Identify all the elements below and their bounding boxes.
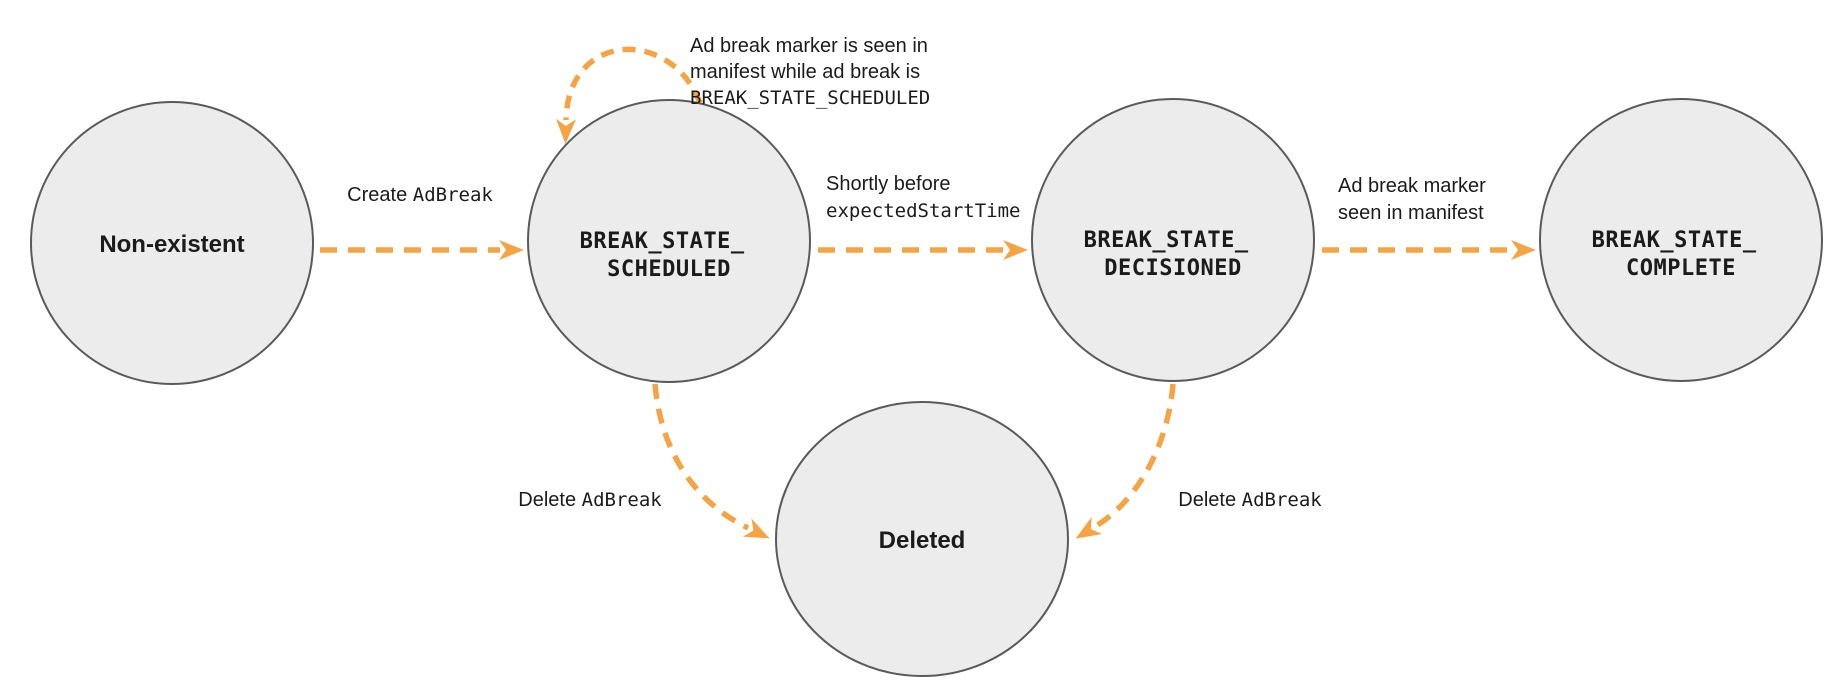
edge-label-self-loop: Ad break marker is seen in manifest whil…	[690, 35, 933, 109]
edge-label-plain: Delete	[1178, 489, 1241, 511]
edge-label-plain: Delete	[518, 489, 581, 511]
edge-label-delete-adbreak-right: Delete AdBreak	[1178, 489, 1322, 511]
state-label-line: DECISIONED	[1104, 256, 1241, 281]
edge-label-code: AdBreak	[1242, 489, 1323, 511]
edge-label-code: AdBreak	[413, 184, 494, 206]
state-label-line: BREAK_STATE_	[1592, 228, 1757, 253]
edge-label-line: Ad break marker	[1338, 175, 1486, 197]
edge-label-code: AdBreak	[582, 489, 663, 511]
state-node-break-state-decisioned	[1031, 98, 1315, 382]
edge-label-shortly-before: Shortly before expectedStartTime	[826, 173, 1020, 222]
edge-label-code: expectedStartTime	[826, 200, 1020, 222]
edge-label-line: seen in manifest	[1338, 202, 1484, 224]
state-label-line: BREAK_STATE_	[580, 229, 745, 254]
state-label-break-state-decisioned: BREAK_STATE_ DECISIONED	[1084, 228, 1263, 281]
state-node-deleted	[775, 401, 1069, 677]
diagram-labels: Non-existent BREAK_STATE_ SCHEDULED BREA…	[99, 35, 1771, 554]
state-node-break-state-complete	[1539, 98, 1823, 382]
state-label-deleted: Deleted	[879, 527, 966, 554]
edge-label-create-adbreak: Create AdBreak	[347, 184, 493, 206]
edge-scheduled-to-deleted	[652, 383, 770, 539]
edge-decisioned-to-deleted	[1075, 383, 1176, 539]
edge-label-line: Shortly before	[826, 173, 951, 195]
edge-label-marker-seen: Ad break marker seen in manifest	[1338, 175, 1491, 224]
edge-label-line: manifest while ad break is	[690, 61, 920, 83]
edge-label-line: Ad break marker is seen in	[690, 35, 928, 57]
state-label-line: SCHEDULED	[607, 257, 731, 282]
edge-label-delete-adbreak-left: Delete AdBreak	[518, 489, 662, 511]
edge-label-code: BREAK_STATE_SCHEDULED	[690, 87, 930, 109]
edge-self-loop-scheduled	[556, 46, 703, 144]
state-label-line: BREAK_STATE_	[1084, 228, 1249, 253]
state-node-break-state-scheduled	[527, 99, 811, 383]
state-node-non-existent	[30, 101, 314, 385]
state-label-non-existent: Non-existent	[99, 231, 244, 258]
state-label-line: COMPLETE	[1626, 256, 1736, 281]
edge-label-plain: Create	[347, 184, 413, 206]
state-label-break-state-complete: BREAK_STATE_ COMPLETE	[1592, 228, 1771, 281]
state-label-break-state-scheduled: BREAK_STATE_ SCHEDULED	[580, 229, 759, 282]
